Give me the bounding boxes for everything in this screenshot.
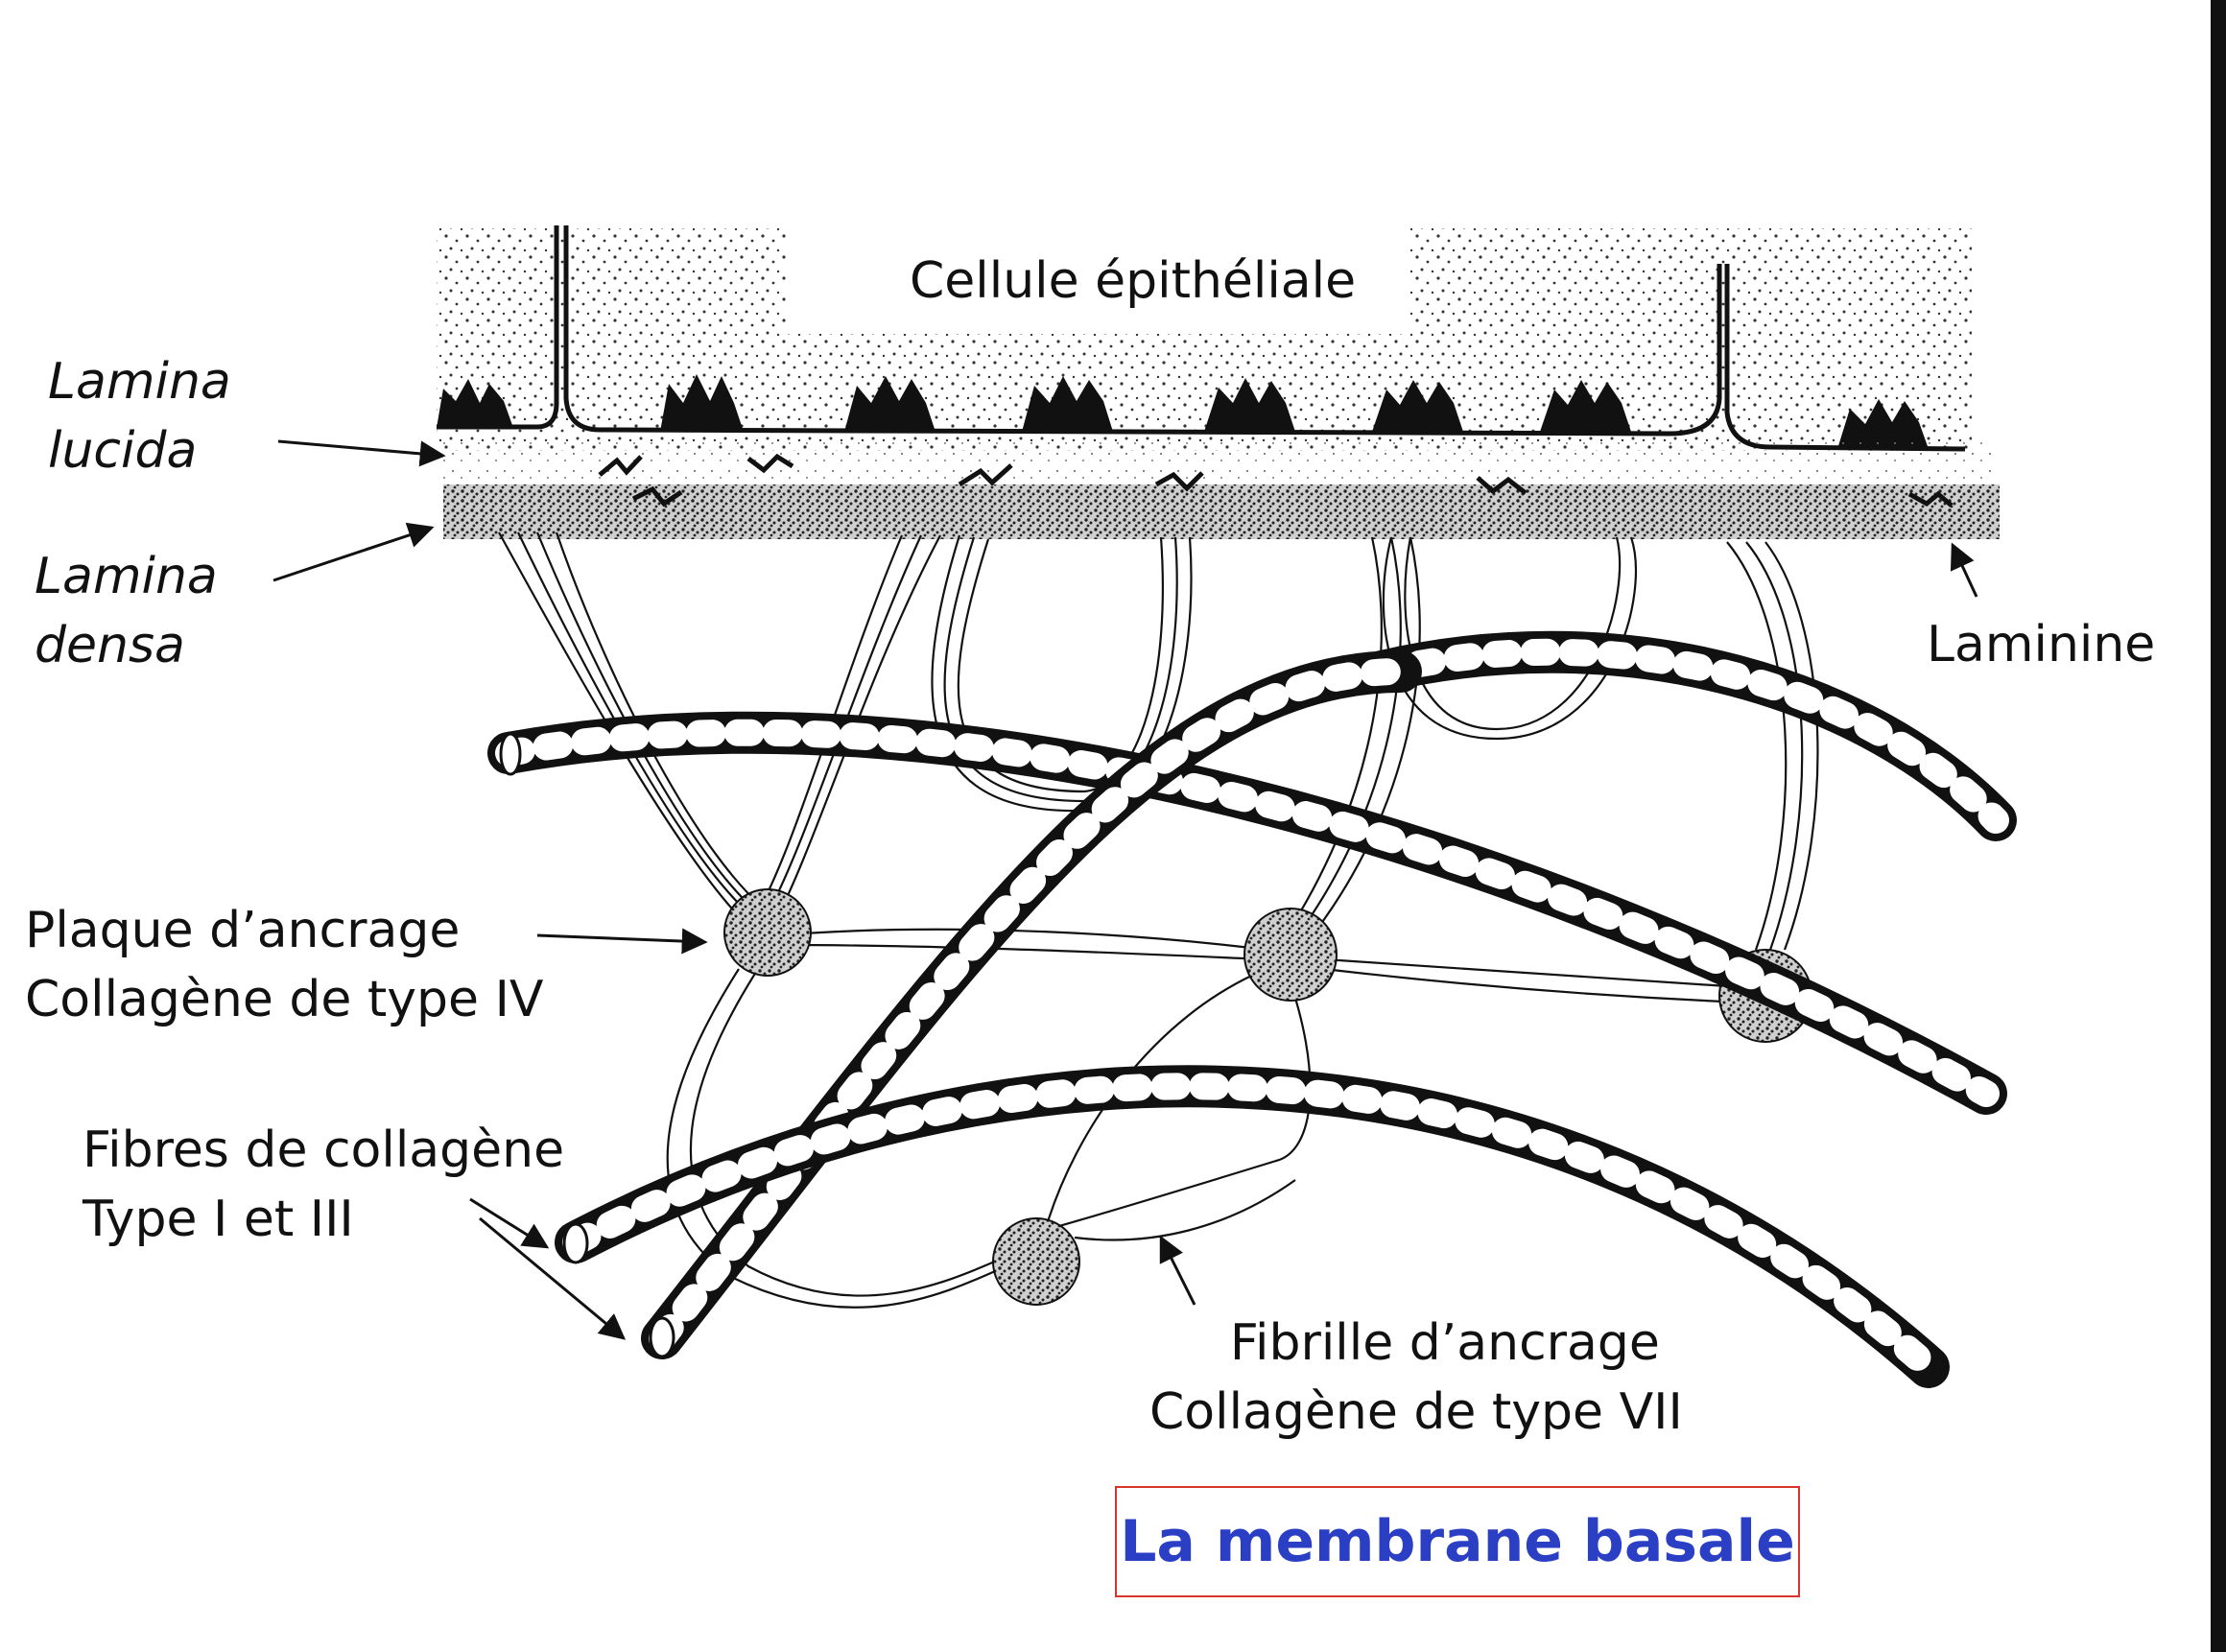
label-fibres-collagene: Fibres de collagène Type I et III: [83, 1116, 564, 1254]
label-plaque-ancrage: Plaque d’ancrage Collagène de type IV: [25, 896, 544, 1034]
label-lamina-lucida-line2: lucida: [48, 422, 198, 480]
title-box: La membrane basale: [1115, 1486, 1800, 1597]
pointer-arrows: [272, 439, 1978, 1340]
label-fibrille-ancrage: Fibrille d’ancrage Collagène de type VII: [1149, 1309, 1683, 1447]
anchoring-fibrils: [498, 531, 1819, 1309]
collagen-fibres: [487, 630, 2017, 1388]
label-lamina-lucida-line1: Lamina: [48, 353, 231, 411]
label-lamina-lucida: Lamina lucida: [48, 347, 231, 485]
laminin-molecules: [598, 453, 1954, 507]
label-plaque-line1: Plaque d’ancrage: [25, 902, 461, 959]
anchoring-plaque: [992, 1217, 1080, 1306]
label-lamina-densa: Lamina densa: [35, 542, 218, 680]
label-laminine: Laminine: [1927, 616, 2156, 673]
label-lamina-densa-line2: densa: [35, 617, 185, 674]
label-fibrille-line2: Collagène de type VII: [1149, 1383, 1683, 1441]
anchoring-plaque: [1243, 908, 1338, 1002]
label-lamina-densa-line1: Lamina: [35, 548, 218, 605]
label-cellule-epitheliale: Cellule épithéliale: [910, 252, 1357, 310]
hemidesmosome-tufts: [437, 374, 1929, 449]
label-fibres-line1: Fibres de collagène: [83, 1121, 565, 1179]
label-plaque-line2: Collagène de type IV: [25, 971, 544, 1028]
anchoring-plaque: [723, 888, 812, 977]
right-edge-bar: [2211, 0, 2226, 1652]
lamina-densa: [443, 484, 2000, 539]
figure-title: La membrane basale: [1120, 1508, 1795, 1575]
label-fibrille-line1: Fibrille d’ancrage: [1229, 1314, 1660, 1372]
label-fibres-line2: Type I et III: [83, 1191, 354, 1248]
lamina-lucida: [441, 441, 1996, 484]
